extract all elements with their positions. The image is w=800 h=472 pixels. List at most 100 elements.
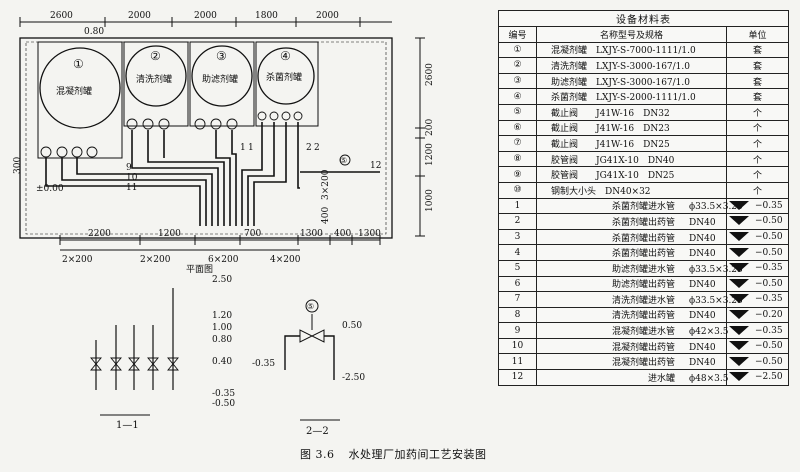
row-unit: 套 bbox=[726, 72, 789, 90]
elev1-level-2: 1.20 bbox=[212, 311, 232, 321]
dim-top-2: 2000 bbox=[128, 11, 151, 21]
elev1-label: 1—1 bbox=[116, 420, 139, 431]
dim-bottom-6: 1300 bbox=[358, 229, 381, 239]
elev2-tag: ⑤ bbox=[307, 302, 314, 311]
level-triangle-icon bbox=[729, 200, 749, 210]
row-unit: 套 bbox=[726, 88, 789, 105]
pipe-size: DN40 bbox=[689, 280, 716, 291]
level-triangle-icon bbox=[729, 372, 749, 382]
level-value: −0.35 bbox=[755, 200, 783, 211]
dim-bottom2-4: 4×200 bbox=[270, 255, 301, 265]
pipe-name: 进水罐 bbox=[647, 373, 675, 384]
elev2-label: 2—2 bbox=[306, 426, 329, 437]
pipe-size: DN40 bbox=[689, 217, 716, 228]
row-no: ③ bbox=[498, 72, 537, 90]
tank-3-num: ③ bbox=[216, 49, 227, 63]
elev1-level-1: 2.50 bbox=[212, 275, 232, 285]
pipe-name: 混凝剂罐出药管 bbox=[611, 342, 675, 353]
tank-1-num: ① bbox=[73, 57, 84, 71]
row-spec: 胶管阀 JG41X-10 DN25 bbox=[536, 166, 727, 183]
elev1-level-6: -0.35 bbox=[212, 389, 235, 399]
dim-mid-vertical: 3×200 bbox=[321, 169, 331, 200]
pipe-number-left-9: 9 bbox=[126, 163, 132, 173]
row-no: 10 bbox=[498, 337, 537, 355]
valve-tag-5: ⑤ bbox=[340, 156, 347, 165]
row-no: ⑦ bbox=[498, 135, 537, 152]
elev2-level-2: -0.35 bbox=[252, 359, 275, 369]
pipe-name: 混凝剂罐进水管 bbox=[611, 327, 675, 338]
row-spec: 助滤剂罐 LXJY-S-3000-167/1.0 bbox=[536, 72, 727, 90]
row-spec: 混凝剂罐 LXJY-S-7000-1111/1.0 bbox=[536, 41, 727, 59]
table-header-unit: 单位 bbox=[726, 26, 789, 43]
tank-2-label: 清洗剂罐 bbox=[136, 73, 172, 85]
dim-top-3: 2000 bbox=[194, 11, 217, 21]
pipe-name: 杀菌剂罐出药管 bbox=[611, 249, 675, 260]
dim-top-5: 2000 bbox=[316, 11, 339, 21]
section-mark-4: 2 bbox=[314, 143, 320, 153]
level-triangle-icon bbox=[729, 325, 749, 335]
row-level: −0.50 bbox=[726, 353, 789, 371]
pipe-name: 助滤剂罐进水管 bbox=[611, 264, 675, 275]
level-triangle-icon bbox=[729, 309, 749, 319]
pipe-size: DN40 bbox=[689, 342, 716, 353]
dim-bottom-2: 1200 bbox=[158, 229, 181, 239]
pipe-size: ϕ33.5×3.25 bbox=[689, 295, 743, 306]
dim-top-4: 1800 bbox=[255, 11, 278, 21]
level-triangle-icon bbox=[729, 232, 749, 242]
row-no: ⑤ bbox=[498, 103, 537, 121]
row-no: 11 bbox=[498, 353, 537, 371]
elev1-level-5: 0.40 bbox=[212, 357, 232, 367]
table-title: 设备材料表 bbox=[498, 10, 789, 27]
row-spec: 钢制大小头 DN40×32 bbox=[536, 181, 727, 199]
row-unit: 个 bbox=[726, 119, 789, 137]
row-no: ④ bbox=[498, 88, 537, 105]
row-level: −0.35 bbox=[726, 322, 789, 339]
level-triangle-icon bbox=[729, 247, 749, 257]
row-unit: 个 bbox=[726, 150, 789, 168]
dim-right-2: 200 bbox=[425, 119, 435, 136]
level-value: −0.35 bbox=[755, 294, 783, 305]
pipe-number-right: 12 bbox=[370, 161, 381, 171]
row-level: −0.50 bbox=[726, 244, 789, 261]
pipe-name: 混凝剂罐出药管 bbox=[611, 358, 675, 369]
level-triangle-icon bbox=[729, 341, 749, 351]
dim-top-1: 2600 bbox=[50, 11, 73, 21]
row-no: ⑧ bbox=[498, 150, 537, 168]
level-value: −0.20 bbox=[755, 309, 783, 320]
level-value: −0.50 bbox=[755, 341, 783, 352]
dim-bottom-1: 2200 bbox=[88, 229, 111, 239]
dim-right-4: 1000 bbox=[425, 189, 435, 212]
tank-4-label: 杀菌剂罐 bbox=[266, 71, 302, 83]
row-no: 2 bbox=[498, 213, 537, 230]
figure-caption: 图 3.6 水处理厂加药间工艺安装图 bbox=[300, 446, 497, 462]
row-level: −0.50 bbox=[726, 337, 789, 355]
level-value: −0.50 bbox=[755, 278, 783, 289]
level-triangle-icon bbox=[729, 356, 749, 366]
dim-bottom-4: 1300 bbox=[300, 229, 323, 239]
level-value: −0.35 bbox=[755, 325, 783, 336]
row-spec: 截止阀 J41W-16 DN32 bbox=[536, 103, 727, 121]
figure-title: 水处理厂加药间工艺安装图 bbox=[348, 448, 487, 461]
tank-3-label: 助滤剂罐 bbox=[202, 73, 238, 85]
row-no: 9 bbox=[498, 322, 537, 339]
row-pipe: 混凝剂罐出药管 DN40 bbox=[536, 337, 727, 355]
figure-number: 图 3.6 bbox=[300, 448, 335, 461]
level-value: −2.50 bbox=[755, 372, 783, 383]
row-level: −0.20 bbox=[726, 306, 789, 324]
row-no: ② bbox=[498, 57, 537, 74]
